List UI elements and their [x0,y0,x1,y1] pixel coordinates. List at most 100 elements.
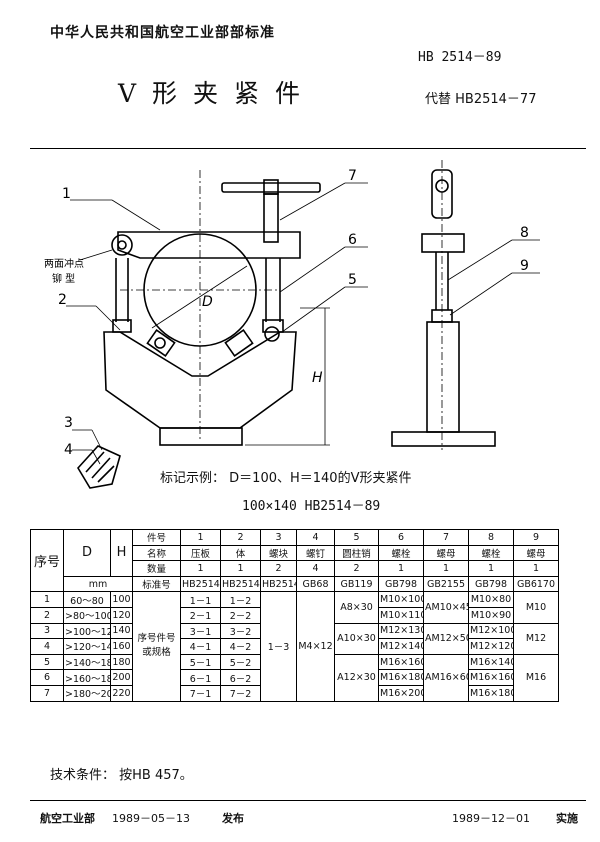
callout-3: 3 [64,415,73,431]
part2-spec: 5－2 [220,653,261,671]
part-no: 9 [513,529,559,546]
dimension-h-label: H [312,370,323,386]
part6-spec: M16×160 [378,653,424,671]
row-number: 5 [30,653,64,671]
part-qty: 1 [468,560,514,577]
part-name: 螺块 [260,544,297,562]
part-qty: 4 [296,560,335,577]
part-name: 体 [220,544,261,562]
part8-spec: M16×140 [468,653,514,671]
part-name: 螺栓 [378,544,424,562]
page-title: V形夹紧件 [118,79,317,108]
part-no: 4 [296,529,335,546]
part8-spec: M12×120 [468,638,514,655]
callout-7: 7 [348,168,357,184]
replaces-label: 代替 [425,92,452,107]
marking-example: 标记示例： D＝100、H＝140的V形夹紧件 [160,467,411,486]
technical-requirements: 技术条件： 按HB 457。 [50,768,193,783]
part3-spec: 1－3 [260,591,297,702]
implementation-date: 1989－12－01 [452,812,530,825]
unit-cell: mm [63,575,133,593]
part8-spec: M10×80 [468,591,514,608]
spec-note-line1: 序号件号 [137,633,176,645]
issuing-organization: 中华人民共和国航空工业部部标准 [50,25,275,41]
row-number: 1 [30,591,64,608]
d-range: >160～180 [63,669,111,686]
issue-label: 发布 [222,812,244,825]
d-range: >120～140 [63,638,111,655]
marking-example-code: 100×140 HB2514－89 [242,499,381,514]
part-qty: 2 [334,560,379,577]
part-qty: 1 [378,560,424,577]
row-number: 4 [30,638,64,655]
h-value: 220 [110,684,133,702]
part2-spec: 1－2 [220,591,261,608]
issuer-name: 航空工业部 [40,812,95,825]
implementation-label: 实施 [556,812,578,825]
h-value: 180 [110,653,133,671]
part2-spec: 7－2 [220,684,261,702]
spec-note: 序号件号 或规格 [132,591,181,702]
part-no: 3 [260,529,297,546]
h-value: 200 [110,669,133,686]
part6-spec: M16×180 [378,669,424,686]
part5-spec: A10×30 [334,622,379,655]
dimension-d-label: D [202,294,213,310]
part4-spec: M4×12 [296,591,335,702]
part1-spec: 4－1 [180,638,221,655]
part-name: 压板 [180,544,221,562]
d-range: 60～80 [63,591,111,608]
part-no: 2 [220,529,261,546]
part2-spec: 3－2 [220,622,261,640]
part8-spec: M12×100 [468,622,514,640]
part-std: HB2514 [260,575,297,593]
part5-spec: A8×30 [334,591,379,624]
part-qty: 1 [180,560,221,577]
technical-drawing: 1 2 3 4 5 6 7 8 9 两面冲点 铆 型 D H [44,160,540,489]
part7-spec: AM12×50 [423,622,469,655]
part-std: HB2514 [220,575,261,593]
part1-spec: 5－1 [180,653,221,671]
h-value: 140 [110,622,133,640]
part2-spec: 6－2 [220,669,261,686]
part6-spec: M16×200 [378,684,424,702]
specification-table: 序号 D H 件号 1 2 3 4 5 6 7 8 9 名称 压板 体 螺块 螺… [30,528,559,702]
h-value: 100 [110,591,133,608]
part-no: 8 [468,529,514,546]
part-std: GB119 [334,575,379,593]
row-number: 3 [30,622,64,640]
part2-spec: 4－2 [220,638,261,655]
callout-2: 2 [58,292,67,308]
part-qty: 1 [423,560,469,577]
part-qty: 1 [513,560,559,577]
part-no: 1 [180,529,221,546]
part1-spec: 2－1 [180,606,221,624]
d-range: >100～120 [63,622,111,640]
note-rivet: 铆 型 [52,272,75,285]
part-std-label: 标准号 [132,575,181,593]
h-value: 120 [110,606,133,624]
part-std: GB2155 [423,575,469,593]
part-no: 7 [423,529,469,546]
marking-example-text: D＝100、H＝140的V形夹紧件 [229,471,412,486]
header-rule [30,148,586,149]
part-name: 螺母 [423,544,469,562]
replaces-value: HB2514－77 [455,92,537,107]
footer-issuer: 航空工业部 [40,810,95,826]
part8-spec: M16×180 [468,684,514,702]
note-punch: 两面冲点 [44,257,84,270]
d-range: >140～180 [63,653,111,671]
part7-spec: AM16×60 [423,653,469,702]
part-name: 圆柱销 [334,544,379,562]
part8-spec: M16×160 [468,669,514,686]
row-number-header: 序号 [30,528,64,593]
part-std: GB6170 [513,575,559,593]
part-std: HB2514 [180,575,221,593]
part-name: 螺栓 [468,544,514,562]
part1-spec: 3－1 [180,622,221,640]
d-range: >80～100 [63,606,111,624]
part-name: 螺母 [513,544,559,562]
callout-5: 5 [348,272,357,288]
part-std: GB798 [378,575,424,593]
part-std: GB798 [468,575,514,593]
